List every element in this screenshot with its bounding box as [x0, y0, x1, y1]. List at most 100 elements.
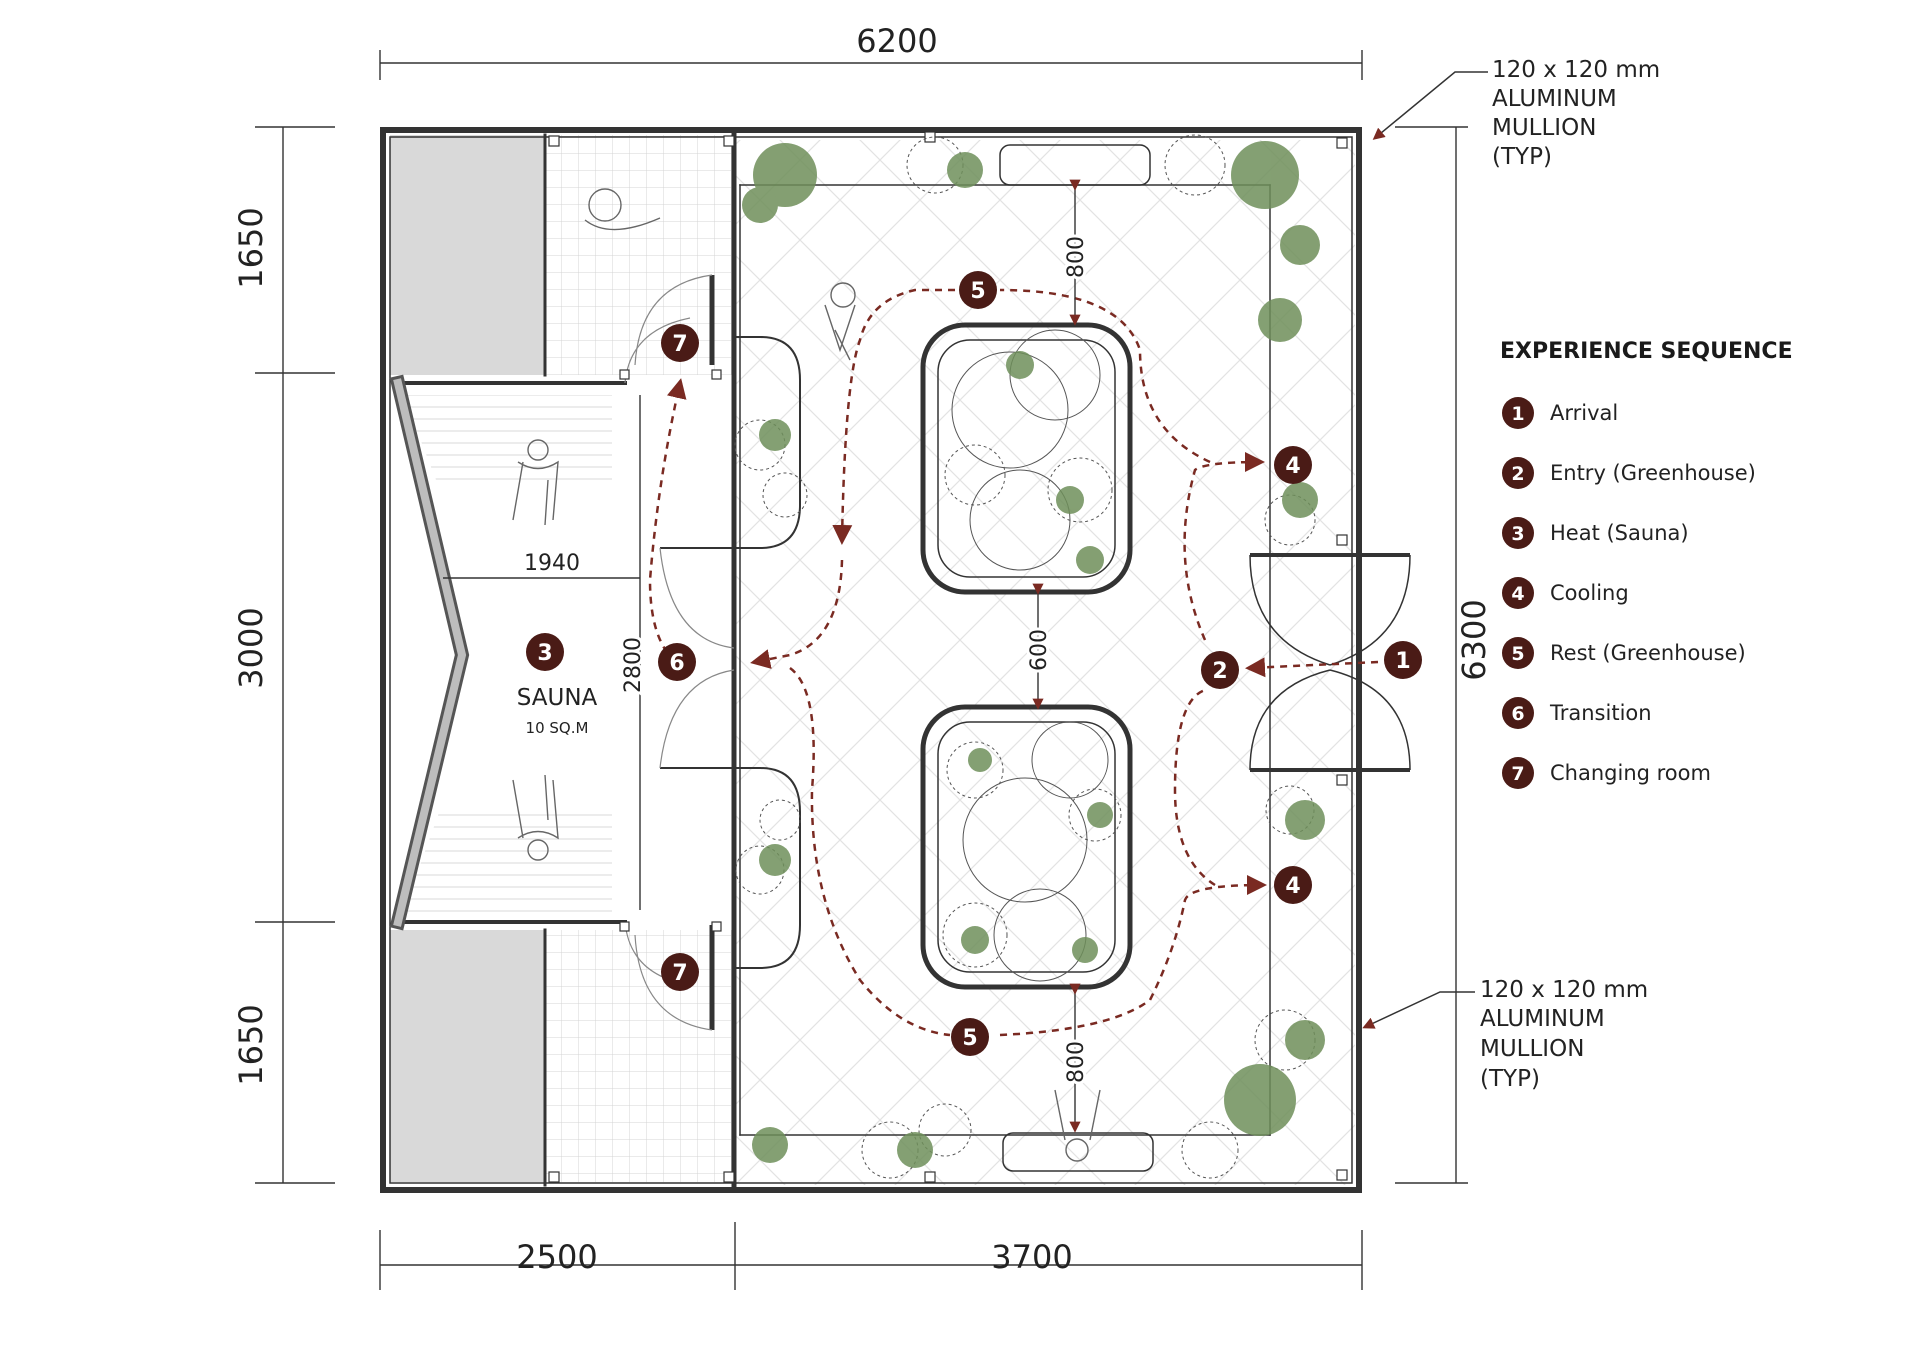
mullion-post: [1336, 137, 1348, 149]
changing-wall-bottom: [660, 767, 801, 969]
entry-door-swing-bottom-left: [1249, 669, 1331, 771]
mullion-post: [1336, 1169, 1348, 1181]
callout-bottom-line4: (TYP): [1480, 1066, 1540, 1092]
legend-item-heat: 3 Heat (Sauna): [1502, 517, 1689, 549]
svg-text:Entry (Greenhouse): Entry (Greenhouse): [1550, 461, 1756, 485]
marker-changing-top: 7: [661, 324, 699, 362]
dim-left-middle: 3000: [232, 607, 270, 688]
mullion-post: [711, 921, 722, 932]
tree-canopy: [993, 888, 1087, 982]
svg-text:5: 5: [962, 1026, 977, 1051]
svg-text:Heat (Sauna): Heat (Sauna): [1550, 521, 1689, 545]
callout-leader-bottom: [1362, 991, 1475, 1029]
foliage-cluster: [759, 419, 791, 451]
marker-rest-top: 5: [959, 271, 997, 309]
outer-wall: [380, 127, 1362, 1193]
callout-bottom-line1: 120 x 120 mm: [1480, 977, 1648, 1003]
path-entry-cooling-top: [1183, 452, 1265, 641]
dim-top-total: 6200: [856, 22, 937, 60]
dim-bottom-right: 3700: [991, 1238, 1072, 1276]
path-cooling-bottom-entry: [1173, 688, 1216, 887]
svg-text:1: 1: [1511, 403, 1524, 425]
shower-tile-bottom: [545, 930, 733, 1182]
foliage-cluster: [759, 844, 791, 876]
callout-top-line4: (TYP): [1492, 144, 1552, 170]
foliage-cluster: [968, 748, 992, 772]
sauna-label: SAUNA: [517, 685, 598, 711]
tree-canopy: [951, 351, 1069, 469]
svg-text:4: 4: [1511, 583, 1524, 605]
mullion-post: [619, 369, 630, 380]
mullion-post: [548, 135, 560, 147]
dim-left-top: 1650: [232, 207, 270, 288]
dim-left-bottom: 1650: [232, 1004, 270, 1085]
path-cooling-rest-top: [999, 288, 1211, 464]
person-figure: [584, 188, 661, 231]
mullion-post: [548, 1171, 560, 1183]
internal-dim-labels: 1940 2800 800 600 800: [524, 233, 1092, 1086]
svg-text:5: 5: [1511, 643, 1524, 665]
shower-tile-top: [545, 135, 733, 375]
marker-changing-bottom: 7: [661, 953, 699, 991]
sauna-area: 10 SQ.M: [526, 719, 589, 737]
storage-top: [390, 135, 545, 375]
planter-bottom-inner: [937, 721, 1116, 973]
tree-canopy: [1068, 788, 1122, 842]
sauna-bench-bottom: [403, 810, 612, 912]
marker-cooling-bottom: 4: [1274, 866, 1312, 904]
shrub: [918, 1103, 972, 1157]
entry-door-swing-bottom-right: [1329, 669, 1411, 771]
legend-item-transition: 6 Transition: [1502, 697, 1652, 729]
dim-clear-top: 800: [1064, 236, 1089, 278]
tree-canopy: [946, 741, 1004, 799]
callout-top-line2: ALUMINUM: [1492, 86, 1617, 112]
planters: [920, 144, 1154, 1172]
mullion-post: [711, 369, 722, 380]
svg-text:3: 3: [537, 641, 552, 666]
planter-top: [920, 322, 1133, 595]
shrub: [759, 799, 801, 841]
svg-text:2: 2: [1511, 463, 1524, 485]
shrub: [1164, 134, 1226, 196]
marker-transition: 6: [658, 643, 696, 681]
foliage-cluster: [752, 1127, 788, 1163]
legend-title: EXPERIENCE SEQUENCE: [1500, 339, 1793, 364]
path-transition-top: [750, 559, 844, 669]
mullion-post: [723, 135, 735, 147]
foliage-cluster: [897, 1132, 933, 1168]
foliage-cluster: [1006, 351, 1034, 379]
foliage-cluster: [1282, 482, 1318, 518]
entry-doors: [1249, 553, 1411, 772]
svg-text:Arrival: Arrival: [1550, 401, 1618, 425]
foliage-cluster: [1280, 225, 1320, 265]
sauna-floor: [398, 390, 615, 918]
svg-text:1: 1: [1395, 649, 1410, 674]
path-rest-top-left: [832, 288, 968, 545]
foliage-cluster: [1056, 486, 1084, 514]
foliage-cluster: [961, 926, 989, 954]
mullion-post: [723, 1171, 735, 1183]
dim-right-total: 6300: [1455, 599, 1493, 680]
foliage-cluster: [1231, 141, 1299, 209]
outer-wall-inner-line: [389, 136, 1353, 1184]
foliage-cluster: [1076, 546, 1104, 574]
callout-top-line3: MULLION: [1492, 115, 1596, 141]
mullion-post: [1336, 534, 1348, 546]
outer-dimensions: [255, 50, 1468, 1290]
entry-door-swing-top-left: [1249, 554, 1331, 666]
svg-text:7: 7: [672, 961, 687, 986]
marker-rest-bottom: 5: [951, 1018, 989, 1056]
storage-bottom: [390, 930, 545, 1182]
sequence-markers: 1 2 3 4 4 5 5 6: [526, 271, 1422, 1056]
legend-item-cooling: 4 Cooling: [1502, 577, 1629, 609]
door-swing-bottom-changing: [634, 934, 713, 1031]
callout-leader-top: [1372, 71, 1488, 140]
outer-dim-labels: 6200 1650 3000 1650 6300 2500 3700: [232, 22, 1493, 1276]
foliage-cluster: [1072, 937, 1098, 963]
dim-clear-middle: 600: [1027, 629, 1052, 671]
mullion-post: [924, 1171, 936, 1183]
legend-item-rest: 5 Rest (Greenhouse): [1502, 637, 1746, 669]
foliage-cluster: [1258, 298, 1302, 342]
dim-clear-bottom: 800: [1064, 1041, 1089, 1083]
callout-bottom-line2: ALUMINUM: [1480, 1006, 1605, 1032]
